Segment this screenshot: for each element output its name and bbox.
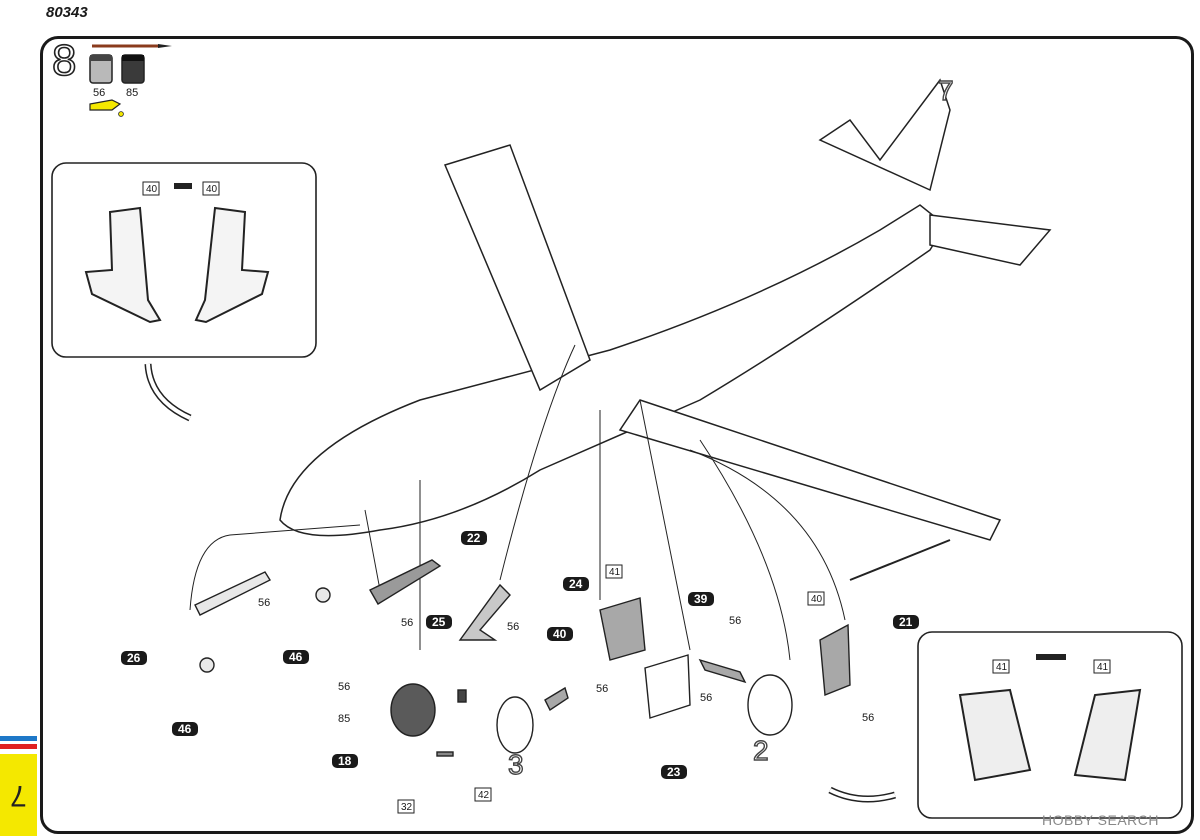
boxed-label-41: 41: [609, 567, 621, 578]
assembly-guide-lines: [189, 344, 846, 661]
part-tag-21: 21: [899, 615, 913, 629]
callout-56-a: 56: [258, 597, 270, 609]
part-label-box: [992, 659, 1010, 674]
part-tag-23: 23: [667, 765, 681, 779]
subassembly-ref-7: 7: [938, 75, 954, 106]
part-tags: 22 24 39 40 21 25 26 46 46 18 23: [121, 531, 919, 779]
part-42-shape: [457, 689, 467, 703]
part-tag-40: 40: [553, 627, 567, 641]
part-26-shape: [194, 571, 272, 616]
callout-56-c: 56: [507, 621, 519, 633]
part-22-shape: [458, 583, 511, 641]
callout-85: 85: [338, 713, 350, 725]
tab-stripe-red: [0, 744, 37, 749]
tab-stripe-blue: [0, 736, 37, 741]
boxed-label-42: 42: [478, 790, 490, 801]
curved-arrow-icon: [828, 786, 896, 803]
detail-inset-top: [51, 162, 317, 358]
page-number: 7: [10, 779, 27, 812]
bay-door-left: [958, 688, 1032, 782]
step-frame: [40, 36, 1194, 834]
part-40-shape: [544, 686, 569, 712]
part-24-shape: [599, 597, 646, 661]
part-label-box: [142, 181, 160, 196]
inset-label-40-left: 40: [146, 184, 158, 195]
part-label-box: [202, 181, 220, 196]
part-tag-25: 25: [432, 615, 446, 629]
callout-56-e: 56: [596, 683, 608, 695]
inset-label-41-left: 41: [996, 662, 1008, 673]
part-tag-18: 18: [338, 754, 352, 768]
paint-callouts: 56 56 56 56 56 56 56 56 85: [258, 597, 874, 725]
part-32-shape: [436, 751, 454, 757]
boxed-part-labels: 41 40 32 42: [397, 564, 825, 814]
subassembly-ref-3: 3: [508, 749, 524, 780]
boxed-label-40: 40: [811, 594, 823, 605]
paint-code-56: 56: [93, 87, 105, 99]
part-21-shape: [819, 623, 851, 696]
inset-label-41-right: 41: [1097, 662, 1109, 673]
part-tag-24: 24: [569, 577, 583, 591]
callout-56-b: 56: [401, 617, 413, 629]
step-number: 8: [51, 35, 77, 86]
part-tag-22: 22: [467, 531, 481, 545]
callout-56-f: 56: [700, 692, 712, 704]
part-tag-46-lower: 46: [178, 722, 192, 736]
subassembly-ref-2: 2: [753, 735, 769, 766]
paint-code-85: 85: [126, 87, 138, 99]
curved-arrow-icon: [144, 363, 192, 422]
callout-56-g: 56: [862, 712, 874, 724]
part-tag-46-upper: 46: [289, 650, 303, 664]
paintbrush-icon: [92, 44, 172, 48]
part-46-lower-shape: [199, 657, 215, 673]
callout-56-d: 56: [729, 615, 741, 627]
part-39-shape: [698, 658, 747, 684]
part-46-upper-shape: [315, 587, 331, 603]
wheel-2-shape: [747, 674, 793, 736]
wheel-18-shape: [390, 683, 436, 737]
product-code: 80343: [46, 4, 88, 21]
watermark: HOBBY SEARCH: [1042, 812, 1159, 828]
kit-parts: [194, 559, 851, 757]
page-tab: 7: [0, 736, 37, 836]
door-part-right: [194, 206, 270, 324]
inset-label-40-right: 40: [206, 184, 218, 195]
aircraft-body: [279, 78, 1052, 581]
tab-page-box: 7: [0, 754, 37, 836]
bay-door-right: [1073, 688, 1142, 782]
boxed-label-32: 32: [401, 802, 413, 813]
part-25-shape: [369, 559, 442, 605]
part-label-box: [1093, 659, 1111, 674]
decal-strip-icon: [174, 183, 192, 189]
part-tag-39: 39: [694, 592, 708, 606]
paint-pot-icon: [89, 54, 145, 84]
wheel-3-shape: [496, 696, 534, 754]
decal-strip-icon: [1036, 654, 1066, 660]
glue-tube-icon: [89, 99, 124, 117]
part-tag-26: 26: [127, 651, 141, 665]
part-23-shape: [644, 654, 691, 719]
callout-56-h: 56: [338, 681, 350, 693]
door-part-left: [84, 206, 162, 324]
